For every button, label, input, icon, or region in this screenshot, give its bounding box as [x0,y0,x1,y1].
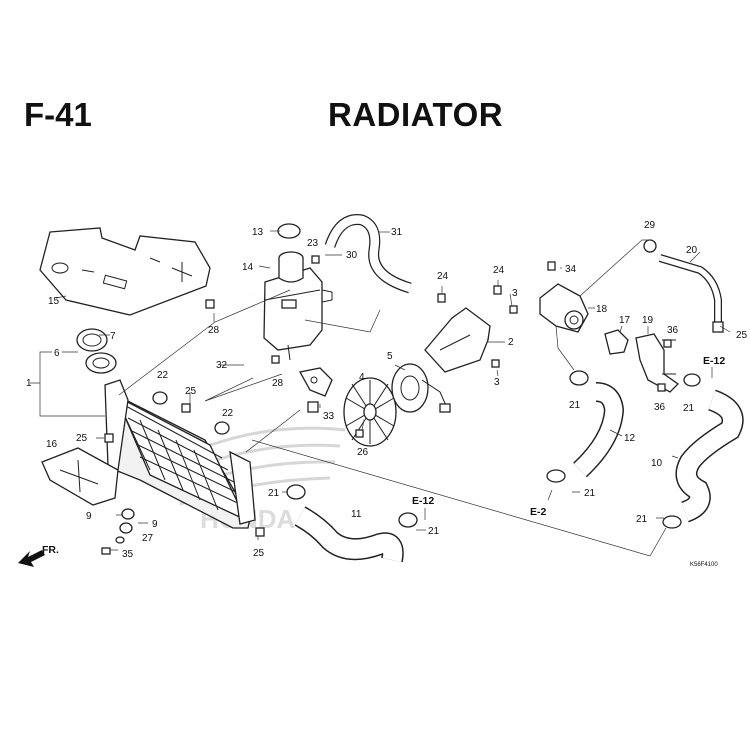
upper-radiator-hose [546,370,625,483]
callout-36b: 36 [654,402,666,413]
diagram-code: K56F4100 [690,562,718,568]
callout-24a: 24 [437,271,449,282]
tank-bracket [298,367,333,413]
callout-35: 35 [122,549,134,560]
callout-27: 27 [142,533,154,544]
callout-28a: 28 [208,325,220,336]
callout-21d: 21 [636,514,648,525]
reference-codes: E-12 E-12 E-2 [412,355,725,520]
callout-29: 29 [644,220,656,231]
callout-25d: 25 [736,330,748,341]
thermo-switch-and-elbow [604,329,680,393]
callout-9a: 9 [86,511,92,522]
callout-17: 17 [619,315,631,326]
callout-33: 33 [323,411,335,422]
callout-18: 18 [596,304,608,315]
thermostat-housing [539,283,589,333]
callout-25c: 25 [253,548,265,559]
callout-16: 16 [46,439,58,450]
callout-6: 6 [54,348,60,359]
fan-motor [391,363,451,413]
callout-15: 15 [48,296,60,307]
fan-shroud [424,307,491,373]
ref-e2: E-2 [530,506,547,518]
leader-lines [30,230,731,557]
callout-7: 7 [110,331,116,342]
callout-36a: 36 [667,325,679,336]
callout-22a: 22 [157,370,169,381]
callout-9b: 9 [152,519,158,530]
callout-14: 14 [242,262,254,273]
callout-2: 2 [508,337,514,348]
callout-3a: 3 [512,288,518,299]
ref-e12-right: E-12 [703,355,725,367]
callout-26: 26 [357,447,369,458]
lower-radiator-hose [662,373,744,529]
front-marker-label: FR. [42,544,59,556]
cooling-fan [343,377,397,447]
callout-30: 30 [346,250,358,261]
ref-e12-bottom: E-12 [412,495,434,507]
callout-5: 5 [387,351,393,362]
figure-title: RADIATOR [328,96,504,133]
callout-20: 20 [686,245,698,256]
overflow-hose [213,285,261,378]
callout-28b: 28 [272,378,284,389]
reserve-tank [263,223,333,361]
callout-25a: 25 [185,386,197,397]
callout-22b: 22 [222,408,234,419]
callout-3b: 3 [494,377,500,388]
radiator-shroud-plate [39,227,211,316]
radiator-lower-cover [41,447,119,506]
callout-19: 19 [642,315,654,326]
callout-numbers: 1 2 3 3 4 5 6 7 9 9 10 11 12 13 14 15 16… [26,220,748,560]
callout-4: 4 [359,372,365,383]
callout-21b: 21 [683,403,695,414]
callout-13: 13 [252,227,264,238]
callout-31: 31 [391,227,403,238]
callout-21e: 21 [428,526,440,537]
callout-12: 12 [624,433,636,444]
callout-1: 1 [26,378,32,389]
radiator-core [104,379,256,529]
figure-code: F-41 [24,96,92,133]
water-hose [286,484,418,563]
callout-34: 34 [565,264,577,275]
callout-24b: 24 [493,265,505,276]
radiator-filler-neck [76,328,117,374]
callout-25b: 25 [76,433,88,444]
front-direction-arrow: FR. [18,544,59,567]
fasteners [101,255,672,555]
callout-10: 10 [651,458,663,469]
callout-32: 32 [216,360,228,371]
callout-11: 11 [351,509,362,520]
callout-23: 23 [307,238,319,249]
callout-21c: 21 [584,488,596,499]
upper-overflow-hose [324,214,412,294]
callout-21f: 21 [268,488,280,499]
bypass-hose [643,239,724,333]
callout-21a: 21 [569,400,581,411]
